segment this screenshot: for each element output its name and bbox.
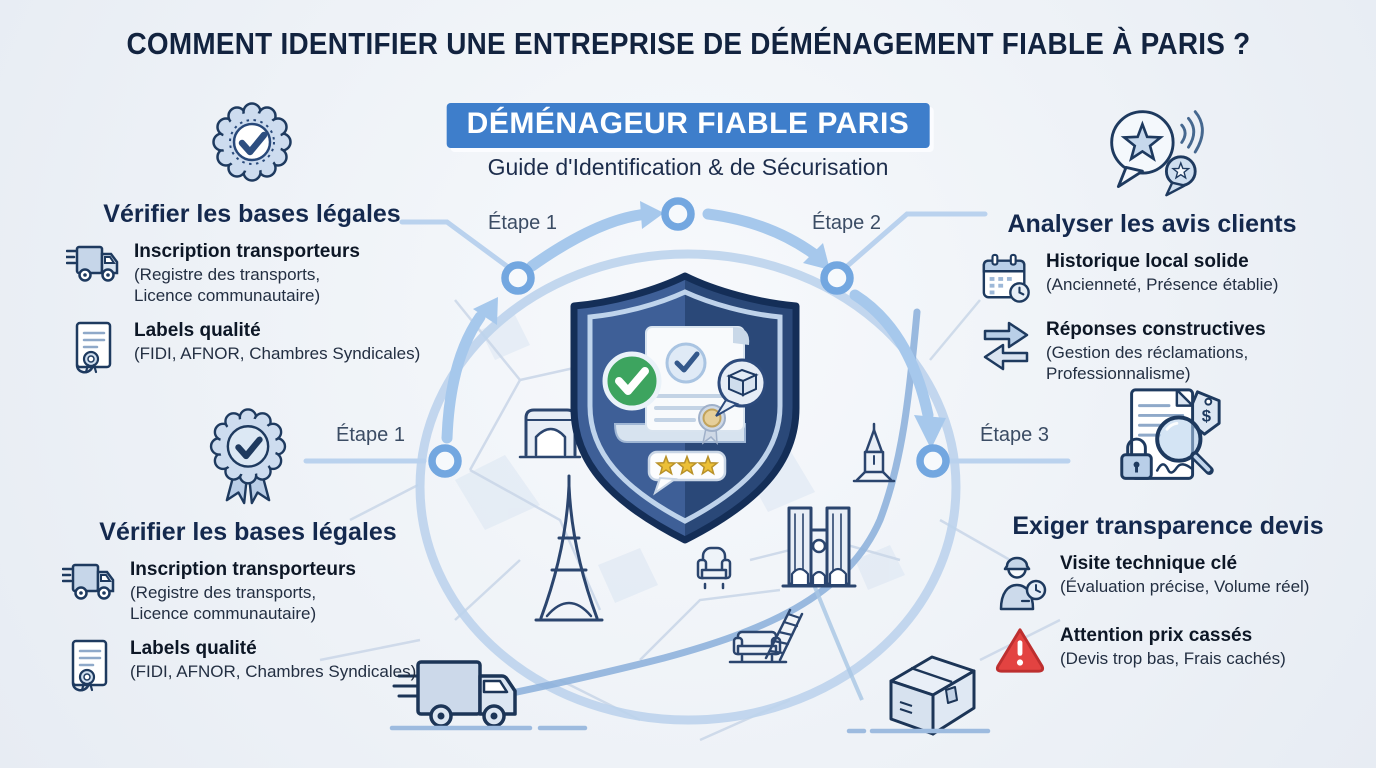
shield-certificate: [613, 326, 750, 445]
sofa-icon: [728, 630, 788, 664]
section-analyze-reviews: Analyser les avis clients: [978, 104, 1326, 384]
step-label-2: Étape 2: [812, 212, 881, 234]
step-nodes: [428, 197, 950, 478]
item-desc: (Évaluation précise, Volume réel): [1060, 576, 1310, 596]
list-item: Labels qualité (FIDI, AFNOR, Chambres Sy…: [62, 638, 434, 692]
item-title: Labels qualité: [130, 638, 257, 660]
notre-dame-icon: [781, 506, 857, 588]
step-label-1-mid: Étape 1: [336, 424, 405, 446]
truck-icon: [62, 559, 118, 603]
medal-check-icon: [202, 98, 302, 190]
quote-inspection-icon: $: [1104, 382, 1232, 502]
item-desc: (Registre des transports, Licence commun…: [134, 264, 321, 305]
step-node-1: [501, 261, 535, 295]
step-node-1-mid: [428, 444, 462, 478]
banner-title: DÉMÉNAGEUR FIABLE PARIS: [446, 103, 930, 148]
eiffel-tower-icon: [534, 474, 604, 622]
lock-icon: [1120, 437, 1153, 480]
magnifier-icon: [1155, 415, 1214, 475]
truck-icon: [66, 241, 122, 285]
certificate-scroll-icon: [62, 638, 118, 692]
arc-de-triomphe-icon: [518, 408, 582, 459]
shield-inner-border: [587, 289, 783, 524]
landmarks: [518, 408, 896, 664]
trust-shield: [570, 272, 800, 544]
warning-icon: [992, 625, 1048, 675]
calendar-clock-icon: [978, 251, 1034, 305]
church-tower-icon: [852, 422, 896, 483]
item-title: Réponses constructives: [1046, 319, 1266, 340]
peripherique-ring: [415, 249, 961, 725]
package-bubble-icon: [715, 358, 767, 417]
certificate-scroll-icon: [66, 320, 122, 374]
list-item: Labels qualité (FIDI, AFNOR, Chambres Sy…: [66, 320, 438, 374]
armchair-icon: [696, 546, 732, 590]
item-title: Labels qualité: [134, 320, 261, 342]
item-title: Inscription transporteurs: [130, 559, 356, 580]
list-item: Historique local solide (Ancienneté, Pré…: [978, 251, 1326, 305]
list-item: Inscription transporteurs (Registre des …: [62, 559, 434, 624]
sound-waves-icon: [1180, 110, 1204, 154]
item-title: Visite technique clé: [1060, 553, 1238, 574]
section-heading: Analyser les avis clients: [1007, 210, 1297, 238]
item-title: Historique local solide: [1046, 251, 1249, 272]
arrow-head-downright-icon: [803, 243, 830, 270]
item-desc: (Gestion des réclamations, Professionnal…: [1046, 342, 1249, 383]
section-verify-legal-top: Vérifier les bases légales Inscription t…: [66, 98, 438, 374]
step-flow: [303, 197, 1071, 478]
svg-text:$: $: [1202, 406, 1212, 425]
section-heading: Vérifier les bases légales: [103, 200, 401, 228]
item-desc: (FIDI, AFNOR, Chambres Syndicales): [134, 344, 421, 364]
moving-truck-illustration: [389, 660, 588, 731]
section-verify-legal-bottom: Vérifier les bases légales Inscription t…: [62, 404, 434, 692]
item-desc: (FIDI, AFNOR, Chambres Syndicales): [130, 662, 417, 682]
section-quote-transparency: $ Exiger transparence devis: [992, 382, 1344, 675]
list-item: Inscription transporteurs (Registre des …: [66, 241, 438, 306]
step-node-3: [916, 444, 950, 478]
step-label-3: Étape 3: [980, 424, 1049, 446]
step-node-top: [661, 197, 695, 231]
section-heading: Vérifier les bases légales: [99, 518, 397, 546]
star-rating-bubble: [647, 450, 727, 496]
arrow-head-down-icon: [914, 415, 946, 449]
banner-subtitle: Guide d'Identification & de Sécurisation: [487, 154, 889, 180]
signature-icon: [1155, 463, 1193, 474]
mover-icon: [992, 553, 1048, 611]
green-check-badge-icon: [602, 351, 662, 411]
page-title: COMMENT IDENTIFIER UNE ENTREPRISE DE DÉM…: [125, 26, 1251, 61]
item-desc: (Registre des transports, Licence commun…: [130, 582, 317, 623]
review-chat-star-icon: [1097, 104, 1207, 200]
arrow-head-up-icon: [473, 297, 498, 325]
step-node-2: [820, 261, 854, 295]
medal-ribbon-icon: [200, 404, 296, 508]
section-connector-lines: [303, 211, 1071, 464]
item-desc: (Ancienneté, Présence établie): [1046, 274, 1279, 294]
flow-arrows: [441, 201, 946, 449]
item-title: Attention prix cassés: [1060, 625, 1253, 646]
exchange-arrows-icon: [978, 319, 1034, 373]
item-title: Inscription transporteurs: [134, 241, 360, 262]
section-heading: Exiger transparence devis: [1012, 512, 1324, 540]
arrow-head-right-icon: [640, 201, 664, 229]
list-item: Réponses constructives (Gestion des récl…: [978, 319, 1326, 384]
list-item: Attention prix cassés (Devis trop bas, F…: [992, 625, 1344, 675]
ladder-icon: [764, 608, 804, 662]
item-desc: (Devis trop bas, Frais cachés): [1060, 648, 1286, 668]
certificate-check-icon: [674, 351, 700, 373]
step-label-1-top: Étape 1: [488, 212, 557, 234]
moving-box-illustration: [846, 655, 991, 736]
list-item: Visite technique clé (Évaluation précise…: [992, 553, 1344, 611]
